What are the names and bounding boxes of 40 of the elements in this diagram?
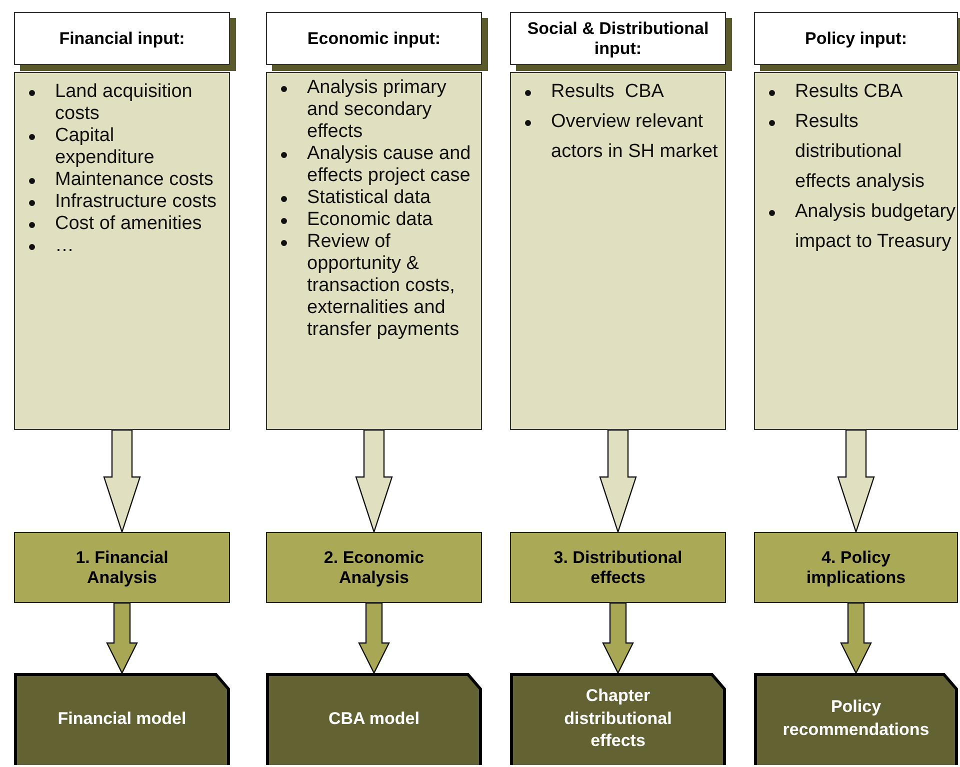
bullet-item: Results CBA — [551, 80, 665, 104]
bullet-panel — [14, 72, 230, 430]
bullet-panel — [510, 72, 726, 430]
block-arrow — [602, 602, 634, 674]
box-label: Policy recommendations — [782, 696, 930, 741]
box-label: CBA model — [328, 708, 420, 730]
block-arrow — [103, 429, 141, 534]
bullet-item: Analysis primary and secondary effects — [307, 77, 448, 143]
output-box — [754, 673, 958, 765]
process-box: 4. Policy implications — [754, 532, 958, 603]
bullet-item: Capital expenditure — [55, 125, 156, 169]
bullet-item: Analysis budgetary impact to Treasury — [795, 200, 957, 254]
output-box — [510, 673, 726, 765]
bullet-item: Cost of amenities — [55, 213, 203, 235]
bullet-panel — [266, 72, 482, 430]
bullet-item: Results CBA — [795, 80, 904, 104]
block-arrow — [106, 602, 138, 674]
output-box — [14, 673, 230, 765]
bullet-item: Infrastructure costs — [55, 191, 217, 213]
box-label: Chapter distributional effects — [563, 684, 673, 752]
bullet-item: Results distributional effects analysis — [795, 110, 926, 194]
output-box — [266, 673, 482, 765]
block-arrow — [355, 429, 393, 534]
box-label: Financial model — [58, 708, 186, 730]
block-arrow — [358, 602, 390, 674]
process-box: 2. Economic Analysis — [266, 532, 482, 603]
bullet-item: Economic data — [307, 209, 434, 231]
bullet-item: Review of opportunity & transaction costs, externalities and transfer payments — [307, 231, 460, 341]
bullet-item: Maintenance costs — [55, 169, 214, 191]
bullet-item: … — [55, 235, 75, 257]
bullet-item: Land acquisition costs — [55, 81, 194, 125]
bullet-panel — [754, 72, 958, 430]
process-box: 3. Distributional effects — [510, 532, 726, 603]
block-arrow — [837, 429, 875, 534]
bullet-item: Statistical data — [307, 187, 432, 209]
block-arrow — [599, 429, 637, 534]
block-arrow — [840, 602, 872, 674]
bullet-item: Overview relevant actors in SH market — [551, 110, 719, 164]
process-box: 1. Financial Analysis — [14, 532, 230, 603]
bullet-item: Analysis cause and effects project case — [307, 143, 472, 187]
